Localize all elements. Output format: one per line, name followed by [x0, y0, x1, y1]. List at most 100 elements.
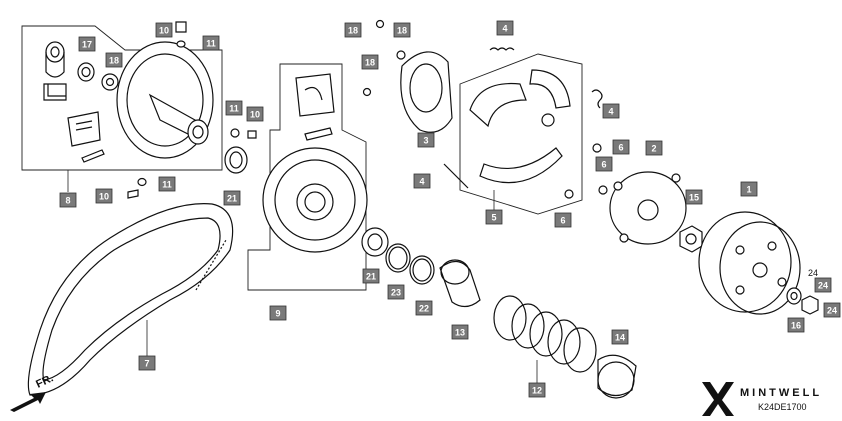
callout-box [787, 317, 805, 333]
callout-c14: 14 [611, 329, 629, 345]
bolt-parts-lower [127, 128, 257, 199]
callout-box [554, 212, 572, 228]
callout-label: 8 [65, 196, 70, 206]
callout-label: 24 [818, 281, 828, 291]
callout-c10c: 10 [246, 106, 264, 122]
brand-logo: MINTWELL [702, 382, 822, 416]
slider-piece-part [43, 83, 67, 101]
callout-box [595, 156, 613, 172]
callout-label: 13 [455, 328, 465, 338]
callout-box [485, 209, 503, 225]
callout-box [740, 181, 758, 197]
callout-box [59, 192, 77, 208]
spring-seat-part [597, 354, 637, 399]
oil-seal-part [224, 146, 248, 174]
callout-label: 24 [827, 306, 837, 316]
callout-c24b: 24 [823, 302, 841, 318]
callout-box [78, 36, 96, 52]
brand-name: MINTWELL [740, 387, 822, 399]
callout-box [223, 190, 241, 206]
callout-label: 18 [397, 26, 407, 36]
callout-label: 2 [651, 144, 656, 154]
callout-box [611, 329, 629, 345]
callout-label: 7 [144, 359, 149, 369]
callout-label: 6 [601, 160, 606, 170]
callout-c4c: 4 [413, 173, 431, 189]
callout-label: 10 [159, 26, 169, 36]
callout-c12: 12 [528, 382, 546, 398]
callout-box [225, 100, 243, 116]
callout-c13: 13 [451, 324, 469, 340]
callout-label: 4 [608, 107, 613, 117]
callout-c11a: 11 [202, 35, 220, 51]
callout-label: 9 [275, 309, 280, 319]
callout-label: 17 [82, 40, 92, 50]
callout-label: 22 [419, 304, 429, 314]
callout-c24a: 24 [814, 277, 832, 293]
clutch-drive-plate-part [609, 171, 687, 245]
clutch-shoe-group [459, 53, 583, 215]
spring-part [493, 295, 597, 373]
callout-label: 18 [365, 58, 375, 68]
clutch-outer-drum-part [698, 211, 801, 315]
cap-nut-part [175, 21, 187, 48]
callout-label: 6 [618, 143, 623, 153]
callout-c23: 23 [387, 284, 405, 300]
callout-label: 23 [391, 288, 401, 298]
direction-label: FR. [34, 372, 55, 390]
callout-c18b: 18 [344, 22, 362, 38]
callout-c18a: 18 [105, 52, 123, 68]
callout-box [496, 20, 514, 36]
callout-label: 21 [366, 272, 376, 282]
callout-label: 1 [746, 185, 751, 195]
callout-c4a: 4 [496, 20, 514, 36]
pin-part [81, 149, 105, 163]
callout-label: 18 [348, 26, 358, 36]
callout-c10a: 10 [155, 22, 173, 38]
shim-plate-part [67, 111, 101, 147]
callout-label: 11 [229, 104, 239, 114]
callout-label: 5 [491, 213, 496, 223]
callout-box [269, 305, 287, 321]
drive-belt-part [27, 203, 234, 396]
callout-box [393, 22, 411, 38]
drive-face-group [21, 21, 223, 192]
callout-box [155, 22, 173, 38]
callout-c1: 1 [740, 181, 758, 197]
callout-c21b: 21 [362, 268, 380, 284]
part-number-label: 24 [808, 268, 818, 278]
callout-c3: 3 [417, 132, 435, 148]
callout-c22: 22 [415, 300, 433, 316]
callout-label: 15 [689, 193, 699, 203]
diagram-code: K24DE1700 [758, 402, 807, 412]
callout-box [387, 284, 405, 300]
callout-box [138, 355, 156, 371]
callout-box [413, 173, 431, 189]
callout-label: 18 [109, 56, 119, 66]
washer-nut-parts [786, 287, 819, 315]
callout-c10b: 10 [95, 188, 113, 204]
callout-label: 12 [532, 386, 542, 396]
callout-box [451, 324, 469, 340]
callout-box [645, 140, 663, 156]
callout-c17: 17 [78, 36, 96, 52]
callout-box [417, 132, 435, 148]
callout-box [814, 277, 832, 293]
callout-box [105, 52, 123, 68]
callout-label: 4 [419, 177, 424, 187]
small-nut-parts [362, 19, 608, 199]
collar-parts [361, 227, 481, 308]
callout-c18d: 18 [361, 54, 379, 70]
callout-box [685, 189, 703, 205]
callout-label: 6 [560, 216, 565, 226]
callout-c21a: 21 [223, 190, 241, 206]
callout-c2: 2 [645, 140, 663, 156]
callout-label: 10 [250, 110, 260, 120]
callout-c4b: 4 [602, 103, 620, 119]
clutch-spring-parts [443, 47, 603, 189]
callout-c11b: 11 [158, 176, 176, 192]
callout-c6c: 6 [554, 212, 572, 228]
callout-box [344, 22, 362, 38]
callout-box [202, 35, 220, 51]
